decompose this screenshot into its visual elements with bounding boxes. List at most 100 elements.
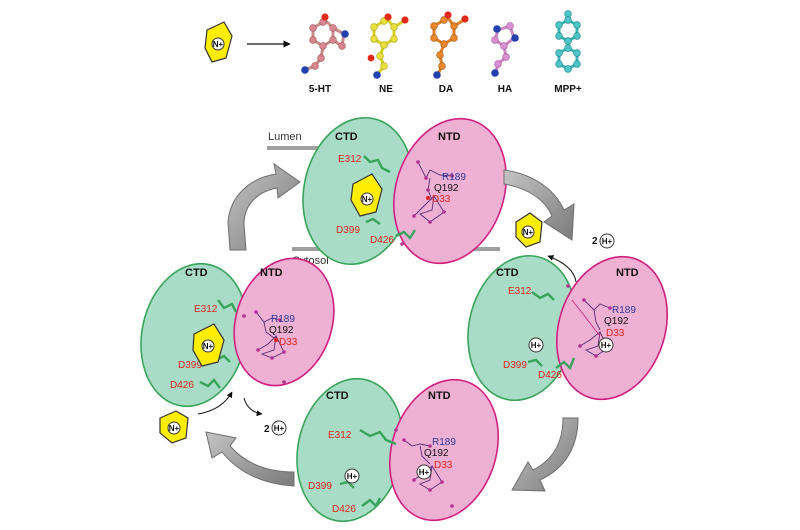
proton-bubble: H+ xyxy=(599,233,615,249)
ntd-label: NTD xyxy=(260,267,283,279)
molecule-ne-label: NE xyxy=(379,84,393,95)
e312-label: E312 xyxy=(338,154,362,165)
d33-atom xyxy=(426,196,430,200)
d399-label: D399 xyxy=(503,360,527,371)
legend-substrate-icon: N+ xyxy=(204,21,233,63)
q192-label: Q192 xyxy=(434,183,459,194)
bound-substrate-icon: N+ xyxy=(350,173,383,217)
molecule-da: DA xyxy=(430,11,469,95)
bound-substrate-label: N+ xyxy=(203,342,214,351)
d33-label: D33 xyxy=(279,337,298,348)
d426-label: D426 xyxy=(370,235,394,246)
proton-label: H+ xyxy=(602,237,613,246)
d426-sidechain xyxy=(555,357,576,371)
state-right: CTD NTD E312 R189 Q192 D33 D399 D426 H+ … xyxy=(467,212,669,402)
molecule-5-ht-label: 5-HT xyxy=(309,84,331,95)
proton-label: H+ xyxy=(601,341,612,350)
molecule-ne: NE xyxy=(367,13,409,95)
molecule-mpp-label: MPP+ xyxy=(554,84,582,95)
ctd-label: CTD xyxy=(185,267,208,279)
proton-bubble: H+ xyxy=(344,468,360,484)
state-top: Lumen Cytosol CTD NTD E312 R189 Q192 D33… xyxy=(267,116,508,267)
proton-count-label: 2 xyxy=(592,236,598,247)
proton-bubble: H+ xyxy=(528,337,544,353)
proton-label: H+ xyxy=(274,424,285,433)
cycle-arrow-top-to-right xyxy=(503,169,575,241)
legend: N+ 5-HT xyxy=(204,10,582,95)
d426-label: D426 xyxy=(332,504,356,515)
state-left: CTD NTD E312 R189 Q192 D33 D399 D426 N+ xyxy=(140,257,335,444)
e312-label: E312 xyxy=(508,286,532,297)
ctd-label: CTD xyxy=(326,390,349,402)
molecule-da-label: DA xyxy=(439,84,453,95)
proton-bubble: H+ xyxy=(416,464,432,480)
cycle-arrow-left-to-top xyxy=(227,162,301,251)
cycle-arrow-bottom-to-left xyxy=(205,431,295,487)
proton-label: H+ xyxy=(531,341,542,350)
proton-label: H+ xyxy=(419,468,430,477)
molecule-mpp: MPP+ xyxy=(554,10,582,95)
ntd-label: NTD xyxy=(428,390,451,402)
binding-arrow xyxy=(197,391,233,415)
d399-sidechain xyxy=(365,217,381,225)
cycle-arrows xyxy=(205,162,579,492)
lumen-label: Lumen xyxy=(268,131,302,143)
q192-label: Q192 xyxy=(424,448,449,459)
ntd-label: NTD xyxy=(616,267,639,279)
e312-sidechain xyxy=(363,155,391,174)
molecule-5-ht: 5-HT xyxy=(301,13,349,95)
d399-label: D399 xyxy=(308,481,332,492)
released-substrate-icon: N+ xyxy=(515,212,543,248)
d426-sidechain xyxy=(395,229,417,240)
d399-sidechain xyxy=(527,358,543,367)
bound-substrate-label: N+ xyxy=(362,195,373,204)
ntd-domain xyxy=(555,255,669,401)
molecule-ha-label: HA xyxy=(498,84,512,95)
e312-label: E312 xyxy=(194,304,218,315)
e312-label: E312 xyxy=(328,430,352,441)
proton-label: H+ xyxy=(347,472,358,481)
ctd-label: CTD xyxy=(496,267,519,279)
entering-substrate-label: N+ xyxy=(169,424,180,433)
d399-label: D399 xyxy=(178,360,202,371)
ntd-domain xyxy=(388,378,500,522)
proton-bubble: H+ xyxy=(271,420,287,436)
release-arrow xyxy=(547,255,577,283)
d399-label: D399 xyxy=(336,225,360,236)
q192-label: Q192 xyxy=(604,316,629,327)
state-bottom: CTD NTD E312 R189 Q192 D33 D399 D426 H+ … xyxy=(296,377,500,523)
ntd-residue-atoms xyxy=(242,310,286,384)
entering-substrate-icon: N+ xyxy=(159,410,189,444)
d33-label: D33 xyxy=(434,460,453,471)
ntd-domain xyxy=(233,257,335,387)
cycle-arrow-right-to-bottom xyxy=(511,417,579,492)
d33-label: D33 xyxy=(432,194,451,205)
ntd-domain xyxy=(392,117,508,265)
ntd-helix-link xyxy=(571,299,601,337)
molecule-ha: HA xyxy=(491,22,519,95)
q192-label: Q192 xyxy=(269,325,294,336)
e312-sidechain xyxy=(359,428,397,446)
bound-substrate-icon: N+ xyxy=(192,323,225,367)
ntd-backbone xyxy=(255,311,285,359)
d33-label: D33 xyxy=(606,328,625,339)
d426-sidechain xyxy=(361,497,382,509)
r189-label: R189 xyxy=(612,305,636,316)
ntd-residue-atoms xyxy=(400,160,454,246)
e312-sidechain xyxy=(531,291,555,301)
proton-release-arrow xyxy=(243,397,263,417)
d426-sidechain xyxy=(199,378,221,389)
ntd-label: NTD xyxy=(438,131,461,143)
r189-label: R189 xyxy=(442,172,466,183)
released-substrate-label: N+ xyxy=(523,228,534,237)
d426-label: D426 xyxy=(170,380,194,391)
e312-sidechain xyxy=(217,299,238,313)
ctd-label: CTD xyxy=(335,131,358,143)
r189-label: R189 xyxy=(432,437,456,448)
proton-bubble: H+ xyxy=(598,337,614,353)
legend-substrate-label: N+ xyxy=(213,40,224,49)
d426-label: D426 xyxy=(538,370,562,381)
d33-atom xyxy=(274,338,278,342)
proton-count-label: 2 xyxy=(264,424,270,435)
